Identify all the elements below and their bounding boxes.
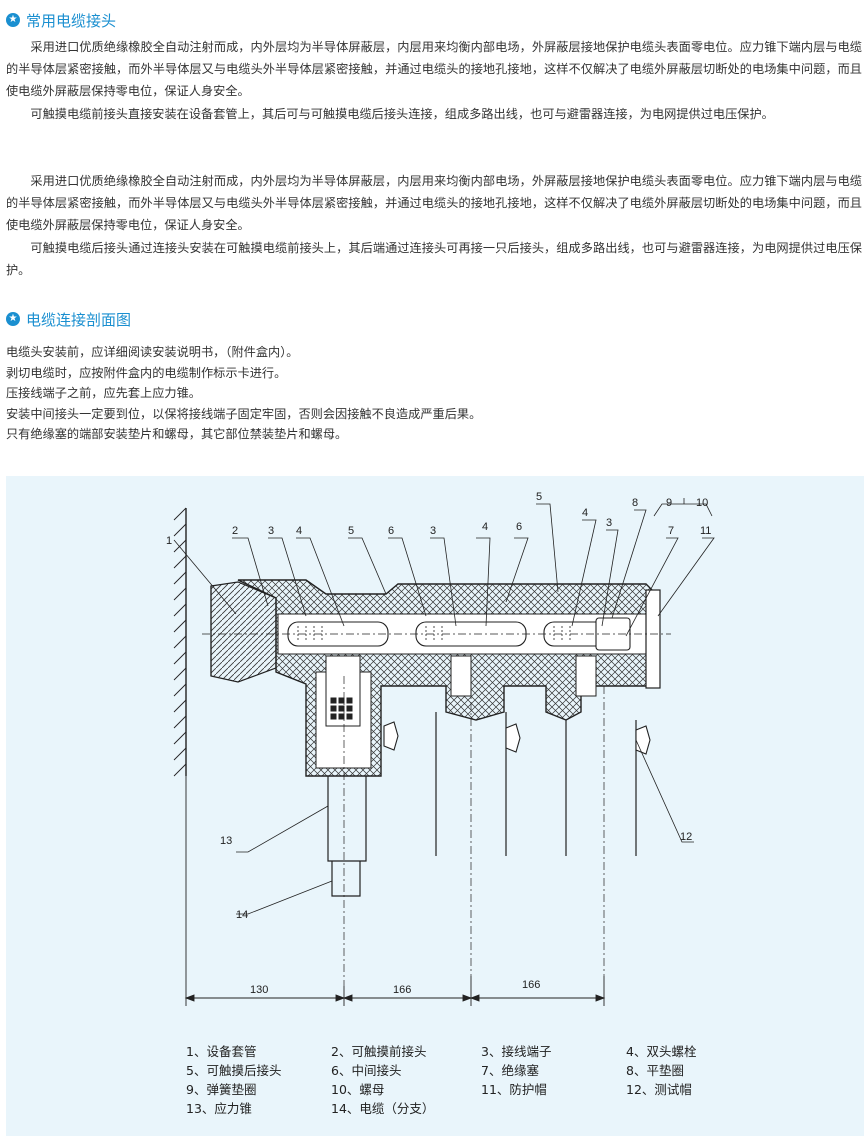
equipment-bushing xyxy=(210,581,277,683)
legend-item: 3、接线端子 xyxy=(481,1044,552,1059)
callout-14: 14 xyxy=(236,909,248,921)
section-title-text: 常用电缆接头 xyxy=(26,11,117,30)
paragraph-2: 可触摸电缆前接头直接安装在设备套管上，其后可与可触摸电缆后接头连接，组成多路出线… xyxy=(30,107,774,121)
legend-item: 2、可触摸前接头 xyxy=(331,1044,427,1059)
legend-item: 11、防护帽 xyxy=(481,1082,547,1097)
callout-6b: 6 xyxy=(516,521,522,533)
callout-3b: 3 xyxy=(430,525,436,537)
callout-12: 12 xyxy=(680,831,692,843)
legend-item: 4、双头螺栓 xyxy=(626,1044,697,1059)
star-bullet-icon: ★ xyxy=(6,312,20,326)
paragraph-4: 可触摸电缆后接头通过连接头安装在可触摸电缆前接头上，其后端通过连接头可再接一只后… xyxy=(6,241,862,277)
legend-item: 8、平垫圈 xyxy=(626,1063,684,1078)
callout-4: 4 xyxy=(296,525,302,537)
paragraph-1: 采用进口优质绝缘橡胶全自动注射而成，内外层均为半导体屏蔽层，内层用来均衡内部电场… xyxy=(6,40,862,98)
legend-item: 5、可触摸后接头 xyxy=(186,1063,282,1078)
callout-leaders xyxy=(173,498,715,915)
center-lines xyxy=(202,633,671,986)
legend-item: 6、中间接头 xyxy=(331,1063,402,1078)
legend-item: 12、测试帽 xyxy=(626,1082,692,1097)
test-caps xyxy=(383,721,651,755)
paragraph-3: 采用进口优质绝缘橡胶全自动注射而成，内外层均为半导体屏蔽层，内层用来均衡内部电场… xyxy=(6,174,862,232)
note-item: 安装中间接头一定要到位，以保将接线端子固定牢固，否则会因接触不良造成严重后果。 xyxy=(6,406,482,421)
callout-5b: 5 xyxy=(536,491,542,503)
legend-row: 5、可触摸后接头 6、中间接头 7、绝缘塞 8、平垫圈 xyxy=(186,1061,771,1080)
callout-2: 2 xyxy=(232,525,238,537)
legend-row: 13、应力锥 14、电缆（分支） xyxy=(186,1099,771,1118)
legend-item: 7、绝缘塞 xyxy=(481,1063,539,1078)
note-item: 压接线端子之前，应先套上应力锥。 xyxy=(6,386,201,400)
callout-5: 5 xyxy=(348,525,354,537)
callout-1: 1 xyxy=(166,535,172,547)
cable-cross-section-diagram: 130 166 166 1 2 3 xyxy=(166,491,715,1006)
callout-8: 8 xyxy=(632,497,638,509)
legend-item: 1、设备套管 xyxy=(186,1044,257,1059)
legend-item: 10、螺母 xyxy=(331,1082,385,1097)
dimension-label: 166 xyxy=(393,984,411,996)
legend-item: 14、电缆（分支） xyxy=(331,1101,435,1116)
legend-row: 9、弹簧垫圈 10、螺母 11、防护帽 12、测试帽 xyxy=(186,1080,771,1099)
callout-3c: 3 xyxy=(606,517,612,529)
installation-notes: 电缆头安装前，应详细阅读安装说明书，（附件盒内）。 剥切电缆时，应按附件盒内的电… xyxy=(6,342,862,445)
legend-row: 1、设备套管 2、可触摸前接头 3、接线端子 4、双头螺栓 xyxy=(186,1042,771,1061)
dimension-label: 130 xyxy=(250,984,268,996)
legend-item: 13、应力锥 xyxy=(186,1101,252,1116)
callout-4b: 4 xyxy=(482,521,488,533)
section-title-cable-joint: ★ 常用电缆接头 xyxy=(6,9,116,31)
legend-item: 9、弹簧垫圈 xyxy=(186,1082,257,1097)
callout-9: 9 xyxy=(666,497,672,509)
callout-6: 6 xyxy=(388,525,394,537)
callout-labels: 1 2 3 4 5 6 3 4 6 5 4 3 8 9 10 7 11 12 1… xyxy=(166,491,711,921)
lug-plates xyxy=(325,655,597,727)
dimension-lines xyxy=(184,776,606,1006)
parts-legend: 1、设备套管 2、可触摸前接头 3、接线端子 4、双头螺栓 5、可触摸后接头 6… xyxy=(186,1042,771,1118)
section-title-cross-section: ★ 电缆连接剖面图 xyxy=(6,308,131,330)
wall xyxy=(173,507,187,777)
callout-7: 7 xyxy=(668,525,674,537)
dimension-label: 166 xyxy=(522,979,540,991)
callout-4c: 4 xyxy=(582,507,588,519)
note-item: 电缆头安装前，应详细阅读安装说明书，（附件盒内）。 xyxy=(6,345,299,359)
section-title-text: 电缆连接剖面图 xyxy=(26,310,132,329)
callout-10: 10 xyxy=(696,497,708,509)
callout-13: 13 xyxy=(220,835,232,847)
callout-11: 11 xyxy=(700,525,711,537)
note-item: 剥切电缆时，应按附件盒内的电缆制作标示卡进行。 xyxy=(6,365,287,380)
protective-cap xyxy=(645,589,661,689)
cross-section-figure: 130 166 166 1 2 3 xyxy=(6,476,864,1136)
star-bullet-icon: ★ xyxy=(6,13,20,27)
callout-3: 3 xyxy=(268,525,274,537)
note-item: 只有绝缘塞的端部安装垫片和螺母，其它部位禁装垫片和螺母。 xyxy=(6,427,348,441)
